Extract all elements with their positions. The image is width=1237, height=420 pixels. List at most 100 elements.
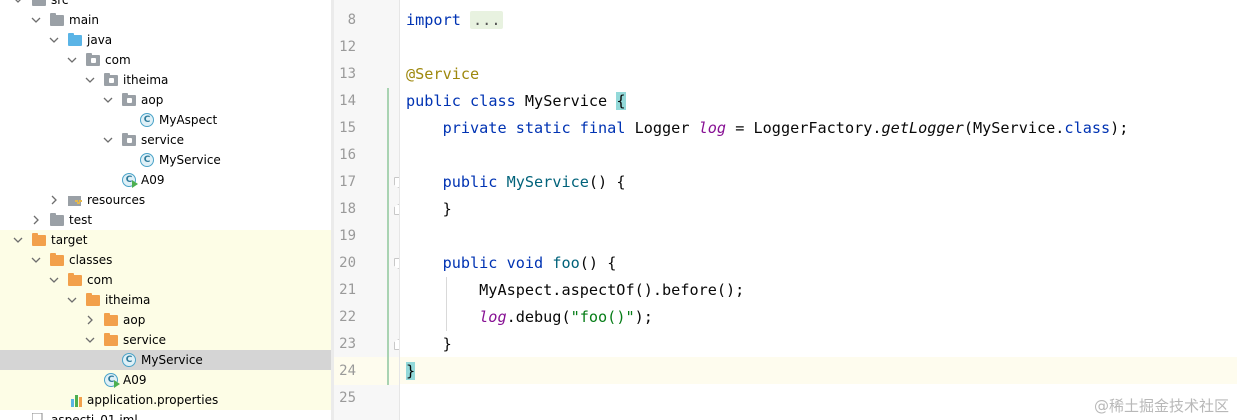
- code-line[interactable]: log.debug("foo()");: [400, 304, 1237, 331]
- static-method-call: getLogger: [881, 119, 964, 137]
- tree-item-target-myservice[interactable]: C MyService: [0, 350, 331, 370]
- excluded-folder-icon: [104, 313, 118, 326]
- tree-item-label: main: [69, 13, 99, 27]
- tree-item-src[interactable]: src: [0, 0, 331, 10]
- project-tree: src main java com itheima aop C MyAspect: [0, 0, 331, 420]
- line-number: 8: [347, 12, 356, 28]
- code-line-current[interactable]: }: [400, 357, 1237, 384]
- runnable-class-icon: C: [122, 173, 138, 188]
- tree-item-com[interactable]: com: [0, 50, 331, 70]
- code-text: .debug(: [506, 308, 571, 326]
- tree-item-application-properties[interactable]: application.properties: [0, 390, 331, 410]
- chevron-down-icon[interactable]: [102, 130, 114, 150]
- chevron-right-icon[interactable]: [84, 310, 96, 330]
- code-line[interactable]: public MyService() {: [400, 169, 1237, 196]
- tree-item-target-aop[interactable]: aop: [0, 310, 331, 330]
- tree-item-label: MyAspect: [159, 113, 218, 127]
- code-line[interactable]: }: [400, 196, 1237, 223]
- folder-icon: [32, 0, 46, 6]
- code-line[interactable]: }: [400, 331, 1237, 358]
- module-file-icon: [31, 412, 44, 420]
- chevron-down-icon[interactable]: [30, 250, 42, 270]
- chevron-down-icon[interactable]: [84, 330, 96, 350]
- chevron-down-icon[interactable]: [66, 290, 78, 310]
- tree-item-label: target: [51, 233, 88, 247]
- chevron-right-icon[interactable]: [48, 190, 60, 210]
- matched-brace: }: [406, 362, 416, 380]
- tree-item-test[interactable]: test: [0, 210, 331, 230]
- watermark: @稀土掘金技术社区: [1093, 397, 1229, 415]
- gutter-border: [399, 0, 400, 420]
- tree-item-label: aop: [123, 313, 146, 327]
- annotation: @Service: [406, 65, 480, 83]
- tree-item-label: A09: [123, 373, 147, 387]
- excluded-folder-icon: [32, 233, 46, 246]
- tree-item-target-a09[interactable]: C A09: [0, 370, 331, 390]
- code-text: () {: [588, 173, 626, 191]
- chevron-down-icon[interactable]: [48, 30, 60, 50]
- chevron-down-icon[interactable]: [102, 90, 114, 110]
- excluded-folder-icon: [104, 333, 118, 346]
- code-line[interactable]: import ...: [400, 7, 1237, 34]
- line-number: 22: [339, 309, 356, 325]
- code-line[interactable]: MyAspect.aspectOf().before();: [400, 277, 1237, 304]
- tree-item-label: itheima: [123, 73, 169, 87]
- keyword: private static final: [442, 119, 626, 137]
- tree-item-target-com[interactable]: com: [0, 270, 331, 290]
- tree-item-service[interactable]: service: [0, 130, 331, 150]
- code-line[interactable]: public class MyService {: [400, 88, 1237, 115]
- source-root-folder-icon: [68, 33, 82, 46]
- package-icon: [122, 133, 136, 146]
- class-name: MyService: [524, 92, 608, 110]
- tree-item-myservice[interactable]: C MyService: [0, 150, 331, 170]
- keyword: class: [470, 92, 516, 110]
- tree-item-label: java: [87, 33, 113, 47]
- tree-item-java[interactable]: java: [0, 30, 331, 50]
- tree-item-a09[interactable]: C A09: [0, 170, 331, 190]
- method-name: foo: [552, 254, 580, 272]
- keyword-import: import: [406, 11, 461, 29]
- tree-item-itheima[interactable]: itheima: [0, 70, 331, 90]
- tree-item-label: src: [51, 0, 69, 7]
- tree-item-target-itheima[interactable]: itheima: [0, 290, 331, 310]
- tree-item-classes[interactable]: classes: [0, 250, 331, 270]
- runnable-class-icon: C: [104, 373, 120, 388]
- chevron-down-icon[interactable]: [84, 70, 96, 90]
- code-text: (MyService.: [963, 119, 1065, 137]
- code-line[interactable]: @Service: [400, 61, 1237, 88]
- code-editor[interactable]: import ... @Service public class MyServi…: [400, 0, 1237, 420]
- tree-item-aop[interactable]: aop: [0, 90, 331, 110]
- tree-item-myaspect[interactable]: C MyAspect: [0, 110, 331, 130]
- code-text: = LoggerFactory.: [726, 119, 882, 137]
- changed-lines-marker: [387, 88, 389, 385]
- panel-splitter[interactable]: [331, 0, 334, 420]
- tree-item-label: com: [105, 53, 131, 67]
- chevron-down-icon[interactable]: [66, 50, 78, 70]
- chevron-down-icon[interactable]: [48, 270, 60, 290]
- line-number: 16: [339, 147, 356, 163]
- field-name: log: [698, 119, 727, 137]
- tree-item-label: aop: [141, 93, 164, 107]
- indent-guide: [446, 277, 447, 331]
- keyword: public: [442, 173, 498, 191]
- code-line[interactable]: public void foo() {: [400, 250, 1237, 277]
- line-number: 17: [339, 174, 356, 190]
- line-number: 13: [339, 66, 356, 82]
- folded-region[interactable]: ...: [470, 11, 504, 29]
- chevron-right-icon[interactable]: [30, 210, 42, 230]
- tree-item-target[interactable]: target: [0, 230, 331, 250]
- line-number: 23: [339, 336, 356, 352]
- line-number: 19: [339, 228, 356, 244]
- line-number: 18: [339, 201, 356, 217]
- package-icon: [122, 93, 136, 106]
- package-icon: [104, 73, 118, 86]
- chevron-down-icon[interactable]: [12, 230, 24, 250]
- code-line[interactable]: private static final Logger log = Logger…: [400, 115, 1237, 142]
- tree-item-resources[interactable]: resources: [0, 190, 331, 210]
- code-text: () {: [579, 254, 617, 272]
- tree-item-main[interactable]: main: [0, 10, 331, 30]
- chevron-down-icon[interactable]: [30, 10, 42, 30]
- chevron-down-icon[interactable]: [12, 0, 24, 10]
- tree-item-module-file[interactable]: aspectj_01.iml: [0, 410, 331, 420]
- tree-item-target-service[interactable]: service: [0, 330, 331, 350]
